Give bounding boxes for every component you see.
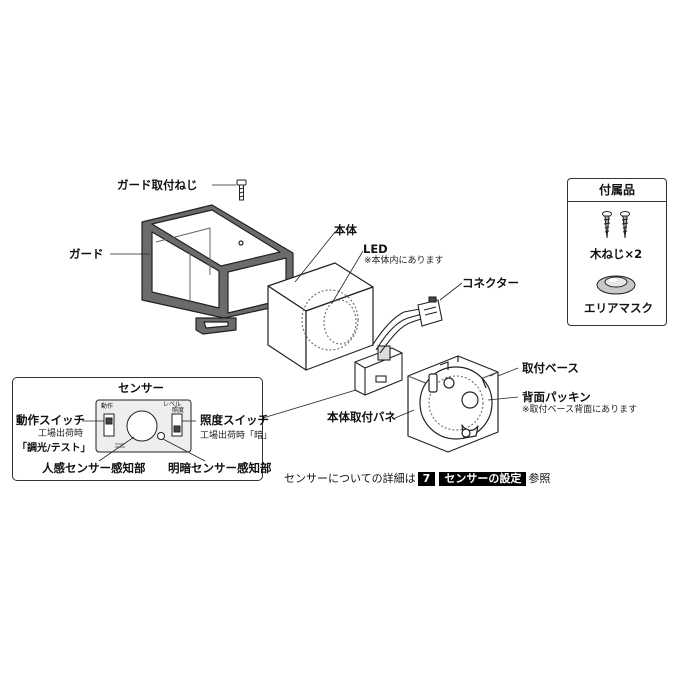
label-led-note: ※本体内にあります <box>364 256 444 266</box>
sensor-title: センサー <box>118 381 164 395</box>
reference-number: 7 <box>417 472 436 487</box>
connector-drawing <box>371 296 443 354</box>
label-connector: コネクター <box>462 276 520 290</box>
guard-drawing <box>141 204 294 335</box>
guard-screw-drawing <box>236 179 247 201</box>
leader-lines <box>110 184 519 419</box>
accessories-title: 付属品 <box>568 179 666 202</box>
reference-suffix: 参照 <box>528 472 551 485</box>
label-operation-factory: 工場出荷時 <box>38 429 84 439</box>
panel-small-illum: 照度 <box>172 407 185 414</box>
label-guard: ガード <box>69 247 104 261</box>
sensor-panel-drawing <box>95 399 192 453</box>
sensor-box <box>12 377 263 481</box>
label-back-packing: 背面パッキン <box>522 390 591 404</box>
label-body-spring: 本体取付バネ <box>327 410 396 424</box>
wood-screws-drawing <box>602 211 630 239</box>
reference-prefix: センサーについての詳細は <box>284 472 416 485</box>
label-operation-default: 「調光/テスト」 <box>17 443 91 454</box>
sensor-leaders <box>82 420 206 462</box>
label-mount-base: 取付ベース <box>522 361 579 375</box>
label-area-mask: エリアマスク <box>584 301 653 315</box>
label-illum-factory: 工場出荷時「暗」 <box>200 431 273 441</box>
label-body: 本体 <box>334 223 357 237</box>
area-mask-drawing <box>596 275 636 295</box>
label-operation-switch: 動作スイッチ <box>16 413 85 427</box>
label-back-packing-note: ※取付ベース背面にあります <box>522 405 638 415</box>
mount-base-drawing <box>407 355 499 453</box>
sensor-unit-drawing <box>354 345 403 396</box>
reference-section: センサーの設定 <box>439 472 527 487</box>
label-motion-sensor: 人感センサー感知部 <box>42 461 146 475</box>
accessories-box: 付属品 <box>567 178 667 326</box>
panel-small-operation: 動作 <box>101 403 114 410</box>
body-drawing <box>267 262 374 371</box>
panel-small-level: レベル <box>163 401 182 408</box>
label-wood-screw: 木ねじ×2 <box>590 247 643 261</box>
label-led: LED <box>363 242 388 256</box>
label-illum-switch: 照度スイッチ <box>200 413 269 427</box>
label-guard-screw: ガード取付ねじ <box>117 178 198 192</box>
label-light-sensor: 明暗センサー感知部 <box>168 461 272 475</box>
